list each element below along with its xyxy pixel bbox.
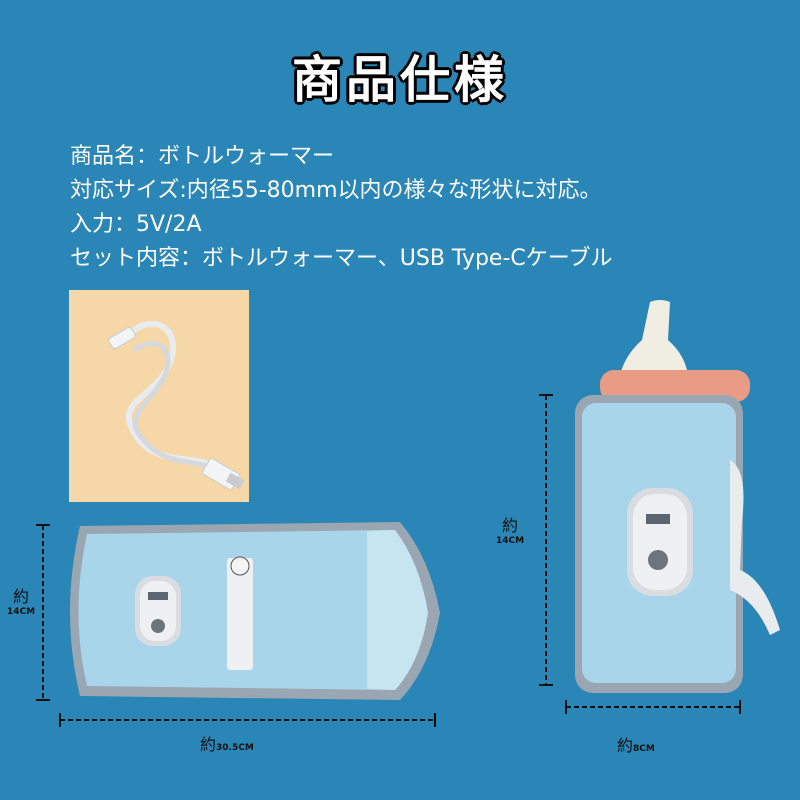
spec-input: 入力：5V/2A [70,212,202,237]
usb-cable-photo [69,290,249,502]
bottle-height-label: 約 14CM [495,516,525,546]
bottle-warmer-image [570,300,780,700]
flat-height-label: 約 14CM [6,587,36,617]
spec-product-name: 商品名：ボトルウォーマー [70,144,335,169]
flat-warmer-image [55,518,445,704]
spec-contents: セット内容：ボトルウォーマー、USB Type-Cケーブル [70,246,613,271]
flat-width-label: 約30.5CM [200,735,254,754]
spec-list: 商品名：ボトルウォーマー 対応サイズ:内径55-80mm以内の様々な形状に対応。… [70,140,612,276]
bottle-width-label: 約8CM [617,736,655,755]
page-title: 商品仕様 [292,51,508,109]
spec-size: 対応サイズ:内径55-80mm以内の様々な形状に対応。 [70,178,602,203]
